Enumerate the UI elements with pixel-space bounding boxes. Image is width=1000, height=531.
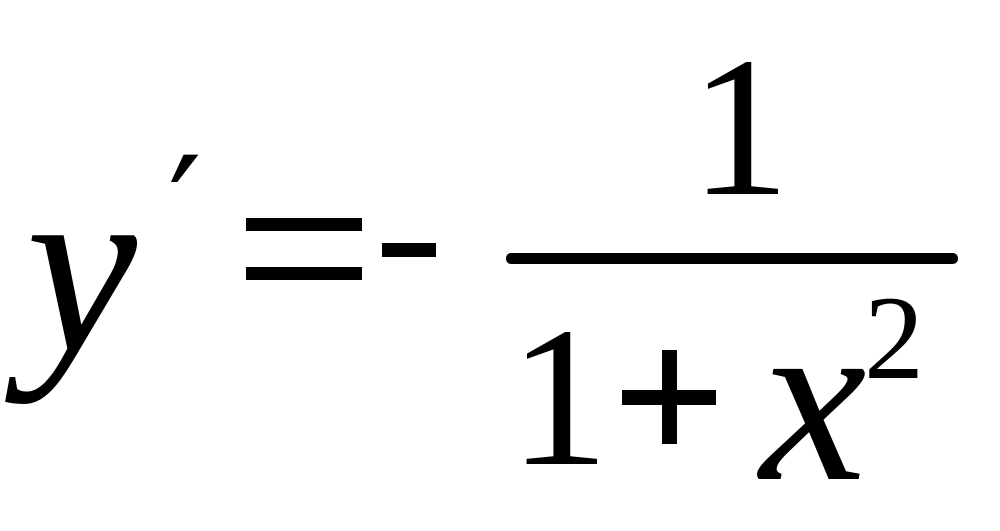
fraction-numerator: 1 (690, 17, 790, 238)
equals-sign (246, 218, 362, 280)
plus-sign (622, 350, 716, 444)
variable-y: y (26, 128, 137, 405)
denominator-constant: 1 (509, 287, 609, 508)
fraction-bar (506, 253, 958, 264)
exponent-two: 2 (864, 271, 924, 404)
variable-x: x (760, 265, 867, 531)
equals-bottom-bar (246, 267, 362, 280)
plus-vertical-stroke (662, 350, 677, 444)
minus-sign (382, 243, 436, 257)
prime-mark: ′ (168, 126, 203, 300)
equals-top-bar (246, 218, 362, 231)
derivative-formula: y ′ 1 1 x 2 (26, 17, 958, 518)
